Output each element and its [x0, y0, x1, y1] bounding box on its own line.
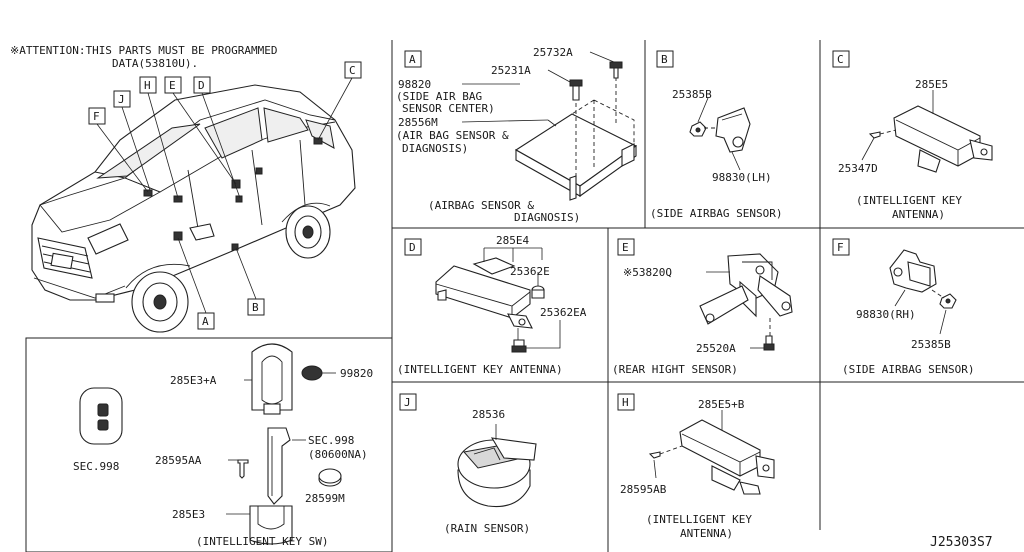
callout-box-c: [344, 61, 362, 79]
key-p5: 28599M: [305, 492, 345, 505]
vehicle-illustration: [31, 84, 356, 333]
panel-c: C 285E5 25347D (INTELLIGENT KEY ANTENNA): [832, 50, 993, 221]
d-p3: 25362EA: [540, 306, 587, 319]
h-p1: 285E5+B: [698, 398, 745, 411]
key-p4: SEC.998: [308, 434, 354, 447]
panel-d: D 285E4 25362E 25362EA (INTELLIGENT KEY …: [397, 234, 587, 376]
attention-line-1: ※ATTENTION:THIS PARTS MUST BE PROGRAMMED: [10, 44, 278, 57]
a-cap1: (AIRBAG SENSOR &: [428, 199, 534, 212]
d-p1: 285E4: [496, 234, 529, 247]
panel-f: F 98830(RH) 25385B (SIDE AIRBAG SENSOR): [832, 238, 974, 376]
b-p1: 25385B: [672, 88, 712, 101]
callout-c: C: [349, 64, 356, 77]
callout-b: B: [252, 301, 259, 314]
panel-d-letter: D: [409, 241, 416, 254]
j-p1: 28536: [472, 408, 505, 421]
panel-j-letter: J: [404, 396, 411, 409]
d-p2: 25362E: [510, 265, 550, 278]
panel-a: A 25732A 25231A 98820 (SIDE AIR BAG SENS…: [396, 46, 638, 224]
c-cap1: (INTELLIGENT KEY: [856, 194, 962, 207]
b-p2: 98830(LH): [712, 171, 772, 184]
f-caption: (SIDE AIRBAG SENSOR): [842, 363, 974, 376]
callout-j: J: [118, 93, 125, 106]
a-p3a: (SIDE AIR BAG: [396, 90, 482, 103]
panel-e-letter: E: [622, 241, 629, 254]
key-caption: (INTELLIGENT KEY SW): [196, 535, 328, 548]
panel-b: B 25385B 98830(LH) (SIDE AIRBAG SENSOR): [650, 50, 782, 220]
key-p6: 285E3: [172, 508, 205, 521]
e-p1: ※53820Q: [623, 266, 672, 279]
panel-a-letter: A: [409, 53, 416, 66]
key-p4b: (80600NA): [308, 448, 368, 461]
a-p3b: SENSOR CENTER): [402, 102, 495, 115]
vehicle-callouts: F J H E D C A B: [88, 61, 362, 330]
a-cap2: DIAGNOSIS): [514, 211, 580, 224]
a-p2: 25231A: [491, 64, 531, 77]
h-p2: 28595AB: [620, 483, 667, 496]
h-cap1: (INTELLIGENT KEY: [646, 513, 752, 526]
key-p2: 99820: [340, 367, 373, 380]
panel-grid: [25, 40, 1024, 552]
key-p3: 28595AA: [155, 454, 202, 467]
callout-box-b: [247, 298, 265, 316]
callout-a: A: [202, 315, 209, 328]
d-caption: (INTELLIGENT KEY ANTENNA): [397, 363, 563, 376]
panel-h: H 285E5+B 28595AB (INTELLIGENT KEY ANTEN…: [617, 393, 775, 540]
a-p4b: DIAGNOSIS): [402, 142, 468, 155]
j-caption: (RAIN SENSOR): [444, 522, 530, 535]
callout-f: F: [93, 110, 100, 123]
c-p2: 25347D: [838, 162, 878, 175]
panel-key-sw: SEC.998 285E3+A 99820 28595AA SEC.998 (8…: [73, 343, 373, 548]
panel-b-letter: B: [661, 53, 668, 66]
f-p1: 98830(RH): [856, 308, 916, 321]
panel-h-letter: H: [622, 396, 629, 409]
panel-f-letter: F: [837, 241, 844, 254]
key-sec-left: SEC.998: [73, 460, 119, 473]
panel-j: J 28536 (RAIN SENSOR): [399, 393, 537, 535]
a-p4: 28556M: [398, 116, 438, 129]
panel-c-letter: C: [837, 53, 844, 66]
callout-e: E: [169, 79, 176, 92]
key-p1: 285E3+A: [170, 374, 217, 387]
c-cap2: ANTENNA): [892, 208, 945, 221]
callout-h: H: [144, 79, 151, 92]
a-p3: 98820: [398, 78, 431, 91]
attention-line-2: DATA(53810U).: [112, 57, 198, 70]
f-p2: 25385B: [911, 338, 951, 351]
callout-d: D: [198, 79, 205, 92]
c-p1: 285E5: [915, 78, 948, 91]
b-caption: (SIDE AIRBAG SENSOR): [650, 207, 782, 220]
panel-e: E ※53820Q 25520A (REAR HIGHT SENSOR): [612, 238, 793, 376]
h-cap2: ANTENNA): [680, 527, 733, 540]
a-p1: 25732A: [533, 46, 573, 59]
e-caption: (REAR HIGHT SENSOR): [612, 363, 738, 376]
diagram-code: J25303S7: [930, 535, 993, 550]
a-p4a: (AIR BAG SENSOR &: [396, 129, 509, 142]
e-p2: 25520A: [696, 342, 736, 355]
